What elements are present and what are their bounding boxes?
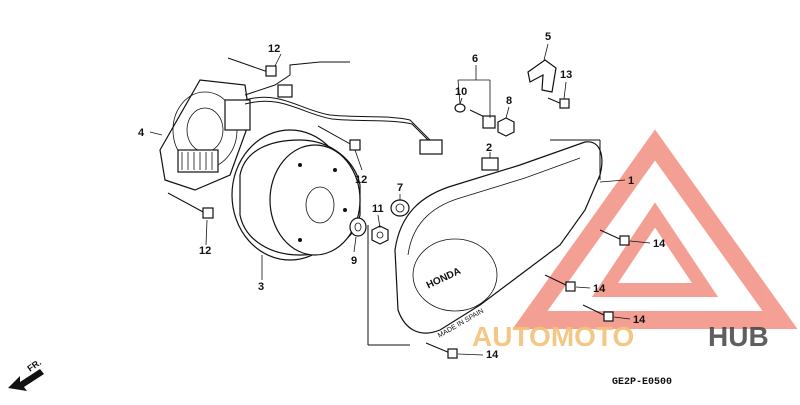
callout-9: 9 [351, 255, 357, 267]
washer-9 [349, 217, 367, 237]
nut-11 [371, 225, 389, 245]
bolt-14-c [582, 304, 614, 322]
oring-10 [454, 103, 466, 113]
flywheel [231, 129, 361, 261]
leader-lines [149, 43, 651, 356]
callout-14-a: 14 [653, 238, 666, 250]
callout-14-c: 14 [633, 314, 646, 326]
callout-8: 8 [506, 95, 512, 107]
grommet-2 [481, 157, 499, 171]
watermark-text: AUTOMOTO HUB [472, 321, 769, 352]
bolt-14-d [425, 342, 458, 359]
callout-12-middle: 12 [355, 174, 367, 186]
callout-14-b: 14 [593, 283, 606, 295]
callout-12-top: 12 [268, 43, 280, 55]
oil-seal-7 [390, 199, 410, 217]
callout-14-d: 14 [486, 349, 499, 361]
callout-7: 7 [397, 182, 403, 194]
callout-1: 1 [628, 175, 634, 187]
watermark-text-right: HUB [708, 321, 769, 352]
leader-box-lines [367, 139, 601, 346]
bolt-12-bottom [167, 192, 214, 219]
callout-5: 5 [545, 31, 551, 43]
callout-11: 11 [372, 203, 384, 215]
callout-2: 2 [486, 142, 492, 154]
bolt-12-top [227, 57, 277, 77]
front-direction-arrow: FR. [8, 357, 44, 391]
bolt-14-b [544, 274, 576, 292]
bolt-13 [547, 97, 570, 109]
callout-12-bottom: 12 [199, 245, 211, 257]
watermark-text-left: AUTOMOTO [472, 321, 634, 352]
callout-10: 10 [455, 86, 467, 98]
callout-3: 3 [258, 281, 264, 293]
callout-6: 6 [472, 53, 478, 65]
callout-13: 13 [560, 69, 572, 81]
clamp-5 [527, 59, 557, 93]
bolt-14-a [599, 229, 630, 246]
bolt-6 [469, 109, 496, 129]
watermark-logo [512, 129, 798, 329]
callout-4: 4 [138, 127, 145, 139]
diagram-code: GE2P-E0500 [612, 377, 672, 388]
callouts: 1 2 3 4 5 6 7 8 9 10 11 12 12 12 13 14 1… [138, 31, 666, 361]
plug-8 [497, 117, 515, 137]
wire-harness [244, 61, 443, 155]
crankcase-cover: HONDA MADE IN SPAIN [394, 141, 603, 340]
stator-assembly [159, 79, 251, 191]
